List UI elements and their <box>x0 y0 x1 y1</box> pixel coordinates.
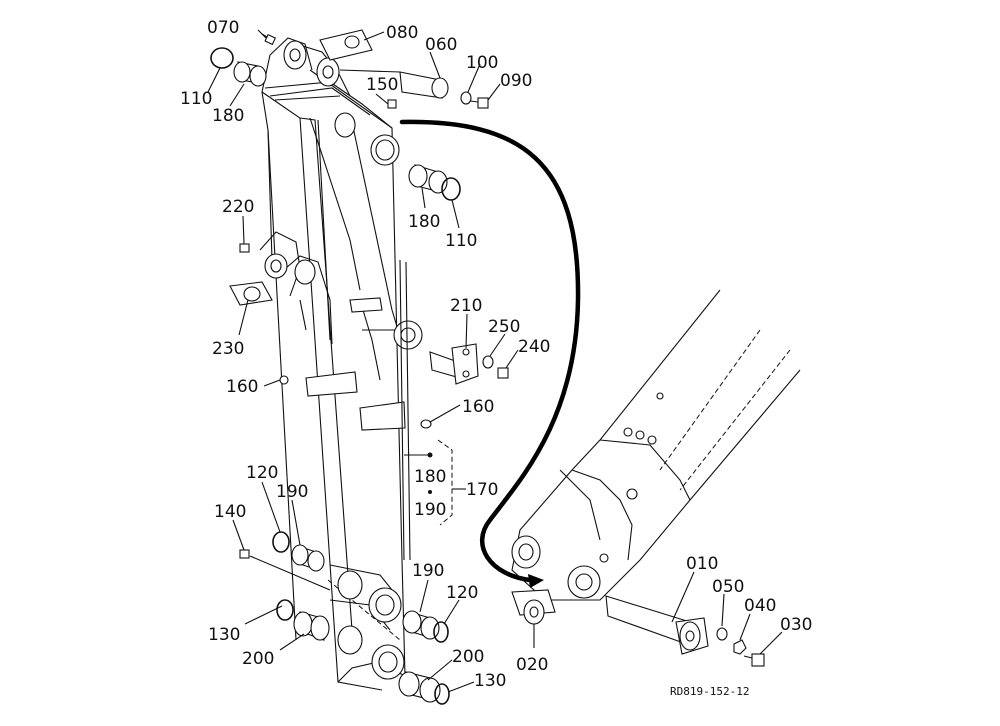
ring-130-left <box>276 599 294 621</box>
callout-200-left: 200 <box>242 649 274 669</box>
callout-110-upper: 110 <box>180 89 212 109</box>
callout-060: 060 <box>425 35 457 55</box>
washer-250 <box>482 355 494 369</box>
callout-230: 230 <box>212 339 244 359</box>
callout-160-left: 160 <box>226 377 258 397</box>
hose-end-arrow <box>528 574 544 588</box>
callout-100: 100 <box>466 53 498 73</box>
callout-050: 050 <box>712 577 744 597</box>
callout-190-group: 190 <box>414 500 446 520</box>
bushing-180-upper <box>233 61 267 87</box>
callout-140: 140 <box>214 502 246 522</box>
callout-180-upper: 180 <box>212 106 244 126</box>
ring-120-left <box>272 531 290 553</box>
callout-210: 210 <box>450 296 482 316</box>
ring-120-right <box>433 621 449 643</box>
callout-120-right: 120 <box>446 583 478 603</box>
pin-plate-210 <box>429 343 479 385</box>
callout-020: 020 <box>516 655 548 675</box>
callout-190-right: 190 <box>412 561 444 581</box>
callout-110-right: 110 <box>445 231 477 251</box>
boom-assembly <box>511 289 801 625</box>
bushing-200-left <box>293 611 330 641</box>
callout-080: 080 <box>386 23 418 43</box>
callout-010: 010 <box>686 554 718 574</box>
callout-150: 150 <box>366 75 398 95</box>
callout-240: 240 <box>518 337 550 357</box>
callout-120-left: 120 <box>246 463 278 483</box>
grease-nipple-160-right <box>420 419 432 429</box>
loose-parts <box>210 29 765 705</box>
callout-250: 250 <box>488 317 520 337</box>
hydraulic-hose <box>399 119 581 583</box>
callout-220: 220 <box>222 197 254 217</box>
washer-100 <box>460 91 472 105</box>
callout-090: 090 <box>500 71 532 91</box>
bolt-030 <box>743 653 765 667</box>
drawing-code: RD819-152-12 <box>670 685 749 698</box>
callout-labels: 070 080 060 100 090 110 180 150 180 110 … <box>180 18 812 698</box>
leader-lines <box>207 29 783 693</box>
callout-130-left: 130 <box>208 625 240 645</box>
callout-180-group: 180 <box>414 467 446 487</box>
callout-190-left: 190 <box>276 482 308 502</box>
callout-130-right: 130 <box>474 671 506 691</box>
callout-070: 070 <box>207 18 239 38</box>
pin-010 <box>605 595 709 655</box>
callout-170: 170 <box>466 480 498 500</box>
grease-nipple-160-left <box>279 375 289 385</box>
bolt-090 <box>469 97 489 109</box>
grease-nipple-220 <box>239 243 250 253</box>
callout-030: 030 <box>780 615 812 635</box>
bolt-240 <box>497 367 509 379</box>
ring-110-right <box>441 177 461 201</box>
grease-nipple-140 <box>239 549 250 559</box>
bushing-190-left <box>291 544 325 572</box>
grease-nipple-150 <box>387 99 397 109</box>
ring-130-right <box>434 683 450 705</box>
pin-060 <box>339 69 449 99</box>
nut-040 <box>733 639 747 655</box>
callout-040: 040 <box>744 596 776 616</box>
ring-110-upper <box>210 47 234 69</box>
arm-body <box>259 37 423 691</box>
bushing-200-right <box>398 671 441 703</box>
callout-180-right: 180 <box>408 212 440 232</box>
callout-200-right: 200 <box>452 647 484 667</box>
callout-160-right: 160 <box>462 397 494 417</box>
washer-050 <box>716 627 728 641</box>
bushing-180-right <box>408 164 448 194</box>
